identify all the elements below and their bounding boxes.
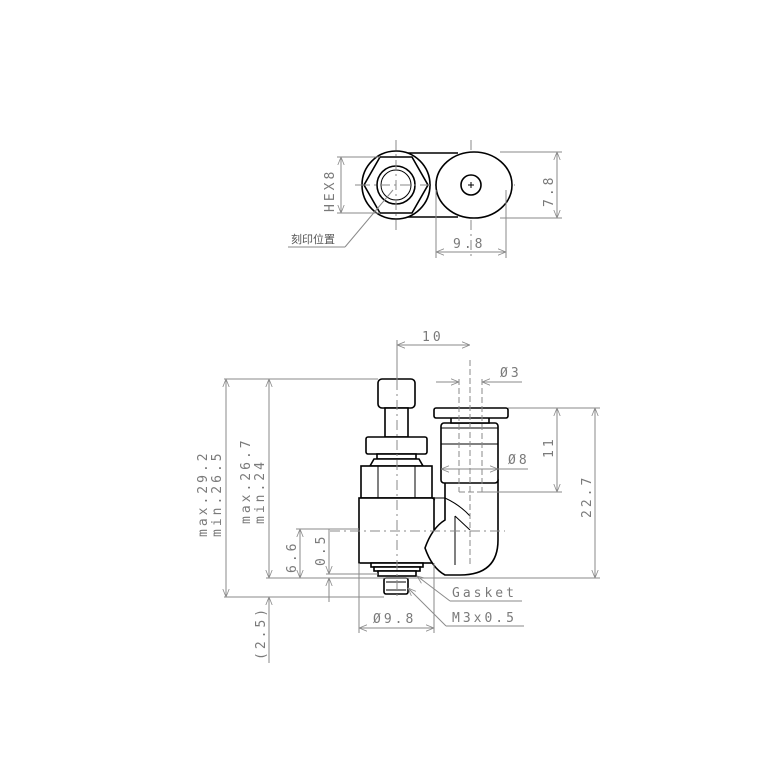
height-22-7-label: 22.7 — [580, 475, 595, 518]
m3-thread — [383, 577, 409, 595]
height-6-6-label: 6.6 — [285, 541, 300, 573]
length-11-label: 11 — [542, 436, 557, 458]
thread-length-label: (2.5) — [254, 606, 269, 660]
release-collar — [433, 407, 509, 419]
tube-id-label: Ø3 — [500, 366, 522, 381]
top-view: HEX8 7.8 9.8 刻印位置 — [288, 140, 562, 260]
gasket-label: Gasket — [452, 586, 517, 601]
body-dia-label: Ø9.8 — [373, 612, 416, 627]
hex-label: HEX8 — [323, 169, 338, 212]
outer-min-label: min.26.5 — [210, 450, 225, 537]
inner-max-label: max.26.7 — [239, 437, 254, 524]
marking-position-label: 刻印位置 — [291, 232, 335, 246]
elbow-fitting — [424, 479, 499, 576]
front-view: 10 Ø3 Ø8 11 22.7 max.29.2 min.26.5 max.2… — [196, 330, 600, 663]
height-7-8-label: 7.8 — [542, 175, 557, 207]
inner-min-label: min.24 — [253, 459, 268, 524]
width-9-8-label: 9.8 — [453, 237, 485, 252]
offset-10-label: 10 — [422, 330, 444, 345]
thread-label: M3x0.5 — [452, 611, 517, 626]
height-0-5-label: 0.5 — [314, 534, 329, 566]
tube-od-label: Ø8 — [508, 453, 530, 468]
outer-max-label: max.29.2 — [196, 450, 211, 537]
